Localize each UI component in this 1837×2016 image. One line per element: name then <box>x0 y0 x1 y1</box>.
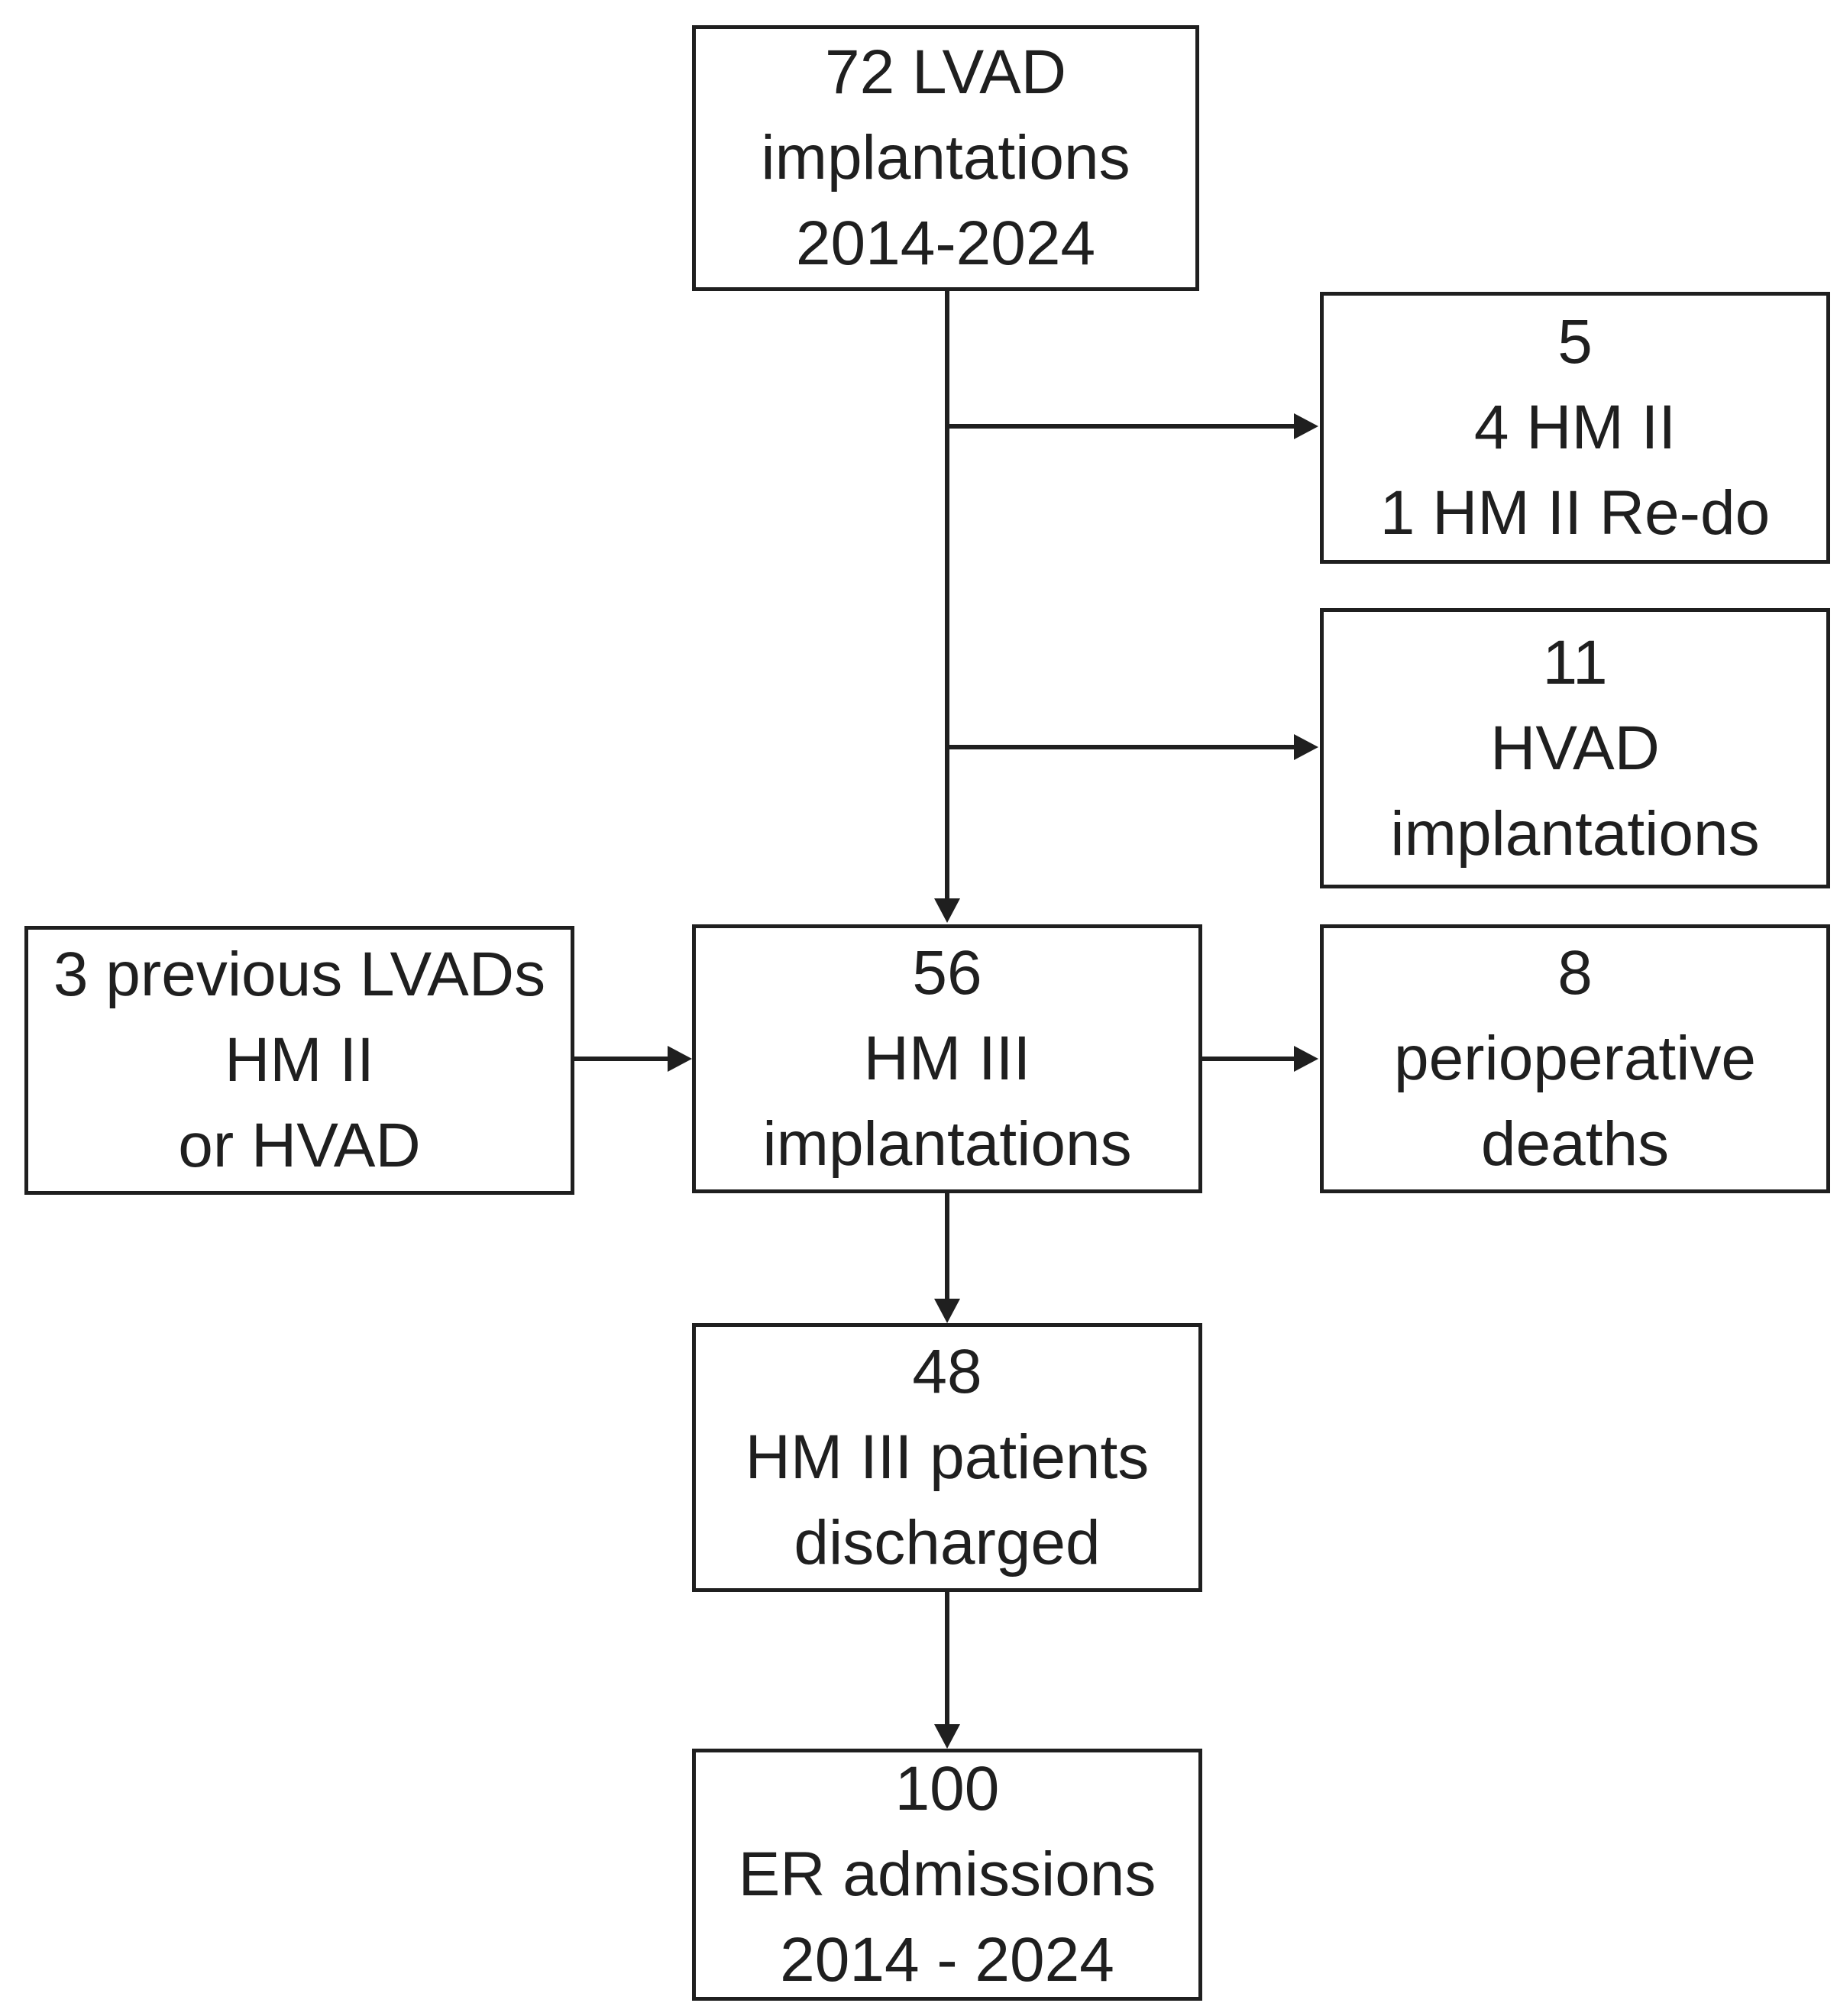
box-text-line: 100 <box>894 1754 1000 1823</box>
connector-total-to-hm3-arrowhead-icon <box>934 898 960 923</box>
box-text-line: implantations <box>762 1109 1132 1179</box>
box-hm3-patients-discharged: 48 HM III patients discharged <box>692 1323 1202 1592</box>
connector-hm3-to-discharged-arrowhead-icon <box>934 1299 960 1323</box>
box-lvad-implantations-total: 72 LVAD implantations 2014-2024 <box>692 25 1199 291</box>
box-text-line: or HVAD <box>178 1111 421 1180</box>
box-text-line: 48 <box>912 1337 982 1406</box>
connector-hm3-to-deaths-arrowhead-icon <box>1294 1046 1318 1072</box>
box-text-line: implantations <box>1390 798 1760 869</box>
box-er-admissions: 100 ER admissions 2014 - 2024 <box>692 1749 1202 2001</box>
box-text-line: 11 <box>1542 627 1608 697</box>
box-text-line: discharged <box>794 1508 1101 1578</box>
box-text-line: deaths <box>1480 1109 1670 1179</box>
connector-to-hm2-arrowhead-icon <box>1294 413 1318 439</box>
box-hm3-implantations: 56 HM III implantations <box>692 924 1202 1193</box>
box-text-line: 5 <box>1557 307 1593 377</box>
connector-hm3-to-discharged-line <box>945 1193 949 1299</box>
connector-to-hvad-arrowhead-icon <box>1294 734 1318 760</box>
box-text-line: 72 LVAD <box>824 37 1067 107</box>
box-text-line: implantations <box>761 123 1130 193</box>
box-text-line: 2014-2024 <box>795 209 1096 278</box>
box-text-line: 1 HM II Re-do <box>1379 478 1771 548</box>
connector-previous-to-hm3-line <box>574 1057 668 1061</box>
box-text-line: HVAD <box>1490 713 1660 783</box>
box-text-line: HM II <box>225 1025 374 1095</box>
connector-discharged-to-er-line <box>945 1592 949 1724</box>
box-text-line: 8 <box>1557 938 1593 1008</box>
box-hm2-implantations: 5 4 HM II 1 HM II Re-do <box>1320 292 1830 564</box>
connector-discharged-to-er-arrowhead-icon <box>934 1724 960 1749</box>
box-text-line: 56 <box>912 938 982 1008</box>
box-text-line: 4 HM II <box>1473 393 1677 462</box>
box-text-line: HM III <box>863 1024 1031 1093</box>
box-hvad-implantations: 11 HVAD implantations <box>1320 608 1830 888</box>
box-text-line: perioperative <box>1393 1024 1757 1093</box>
connector-hm3-to-deaths-line <box>1202 1057 1294 1061</box>
connector-total-to-hm3-line <box>945 291 949 898</box>
box-text-line: 3 previous LVADs <box>53 940 546 1009</box>
connector-previous-to-hm3-arrowhead-icon <box>668 1046 692 1072</box>
box-text-line: ER admissions <box>738 1840 1156 1909</box>
box-text-line: HM III patients <box>745 1422 1150 1492</box>
connector-to-hvad-line <box>947 745 1294 749</box>
box-previous-lvads: 3 previous LVADs HM II or HVAD <box>24 926 574 1195</box>
box-text-line: 2014 - 2024 <box>780 1925 1114 1995</box>
connector-to-hm2-line <box>947 424 1294 429</box>
box-perioperative-deaths: 8 perioperative deaths <box>1320 924 1830 1193</box>
